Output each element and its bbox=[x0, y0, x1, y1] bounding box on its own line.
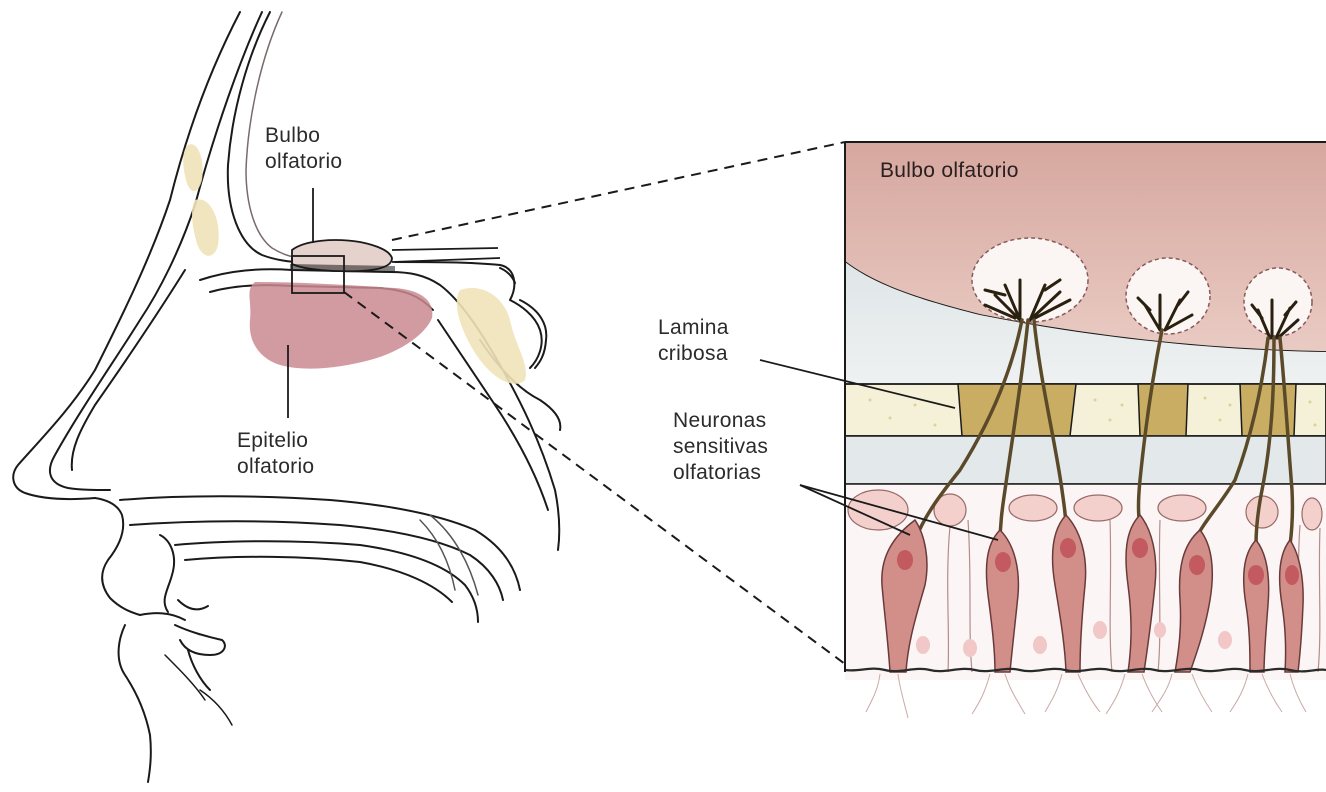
label-neuronas-line2: sensitivas bbox=[673, 434, 768, 460]
teeth-lower bbox=[175, 625, 225, 690]
frontal-sinus-patch-2 bbox=[192, 199, 219, 255]
label-neuronas-line3: olfatorias bbox=[673, 460, 768, 486]
label-lamina-line1: Lamina bbox=[658, 315, 729, 341]
zoom-dashed-lines bbox=[344, 142, 845, 664]
label-neuronas-sensitivas: Neuronas sensitivas olfatorias bbox=[673, 408, 768, 486]
inset-panel bbox=[845, 142, 1326, 680]
label-epitelio-line2: olfatorio bbox=[237, 454, 314, 480]
label-lamina-line2: cribosa bbox=[658, 341, 729, 367]
lower-lip bbox=[119, 625, 151, 782]
frontal-sinus-patch-1 bbox=[183, 144, 202, 191]
cilia bbox=[866, 674, 1306, 718]
nasal-bone-inner bbox=[50, 12, 262, 490]
label-epitelio-olfatorio: Epitelio olfatorio bbox=[237, 428, 314, 480]
upper-lip bbox=[95, 498, 140, 615]
label-epitelio-line1: Epitelio bbox=[237, 428, 314, 454]
label-bulbo-line1: Bulbo bbox=[265, 123, 342, 149]
throat-line bbox=[165, 655, 232, 725]
label-inset-bulbo-olfatorio: Bulbo olfatorio bbox=[880, 158, 1019, 184]
label-bulbo-line2: olfatorio bbox=[265, 149, 342, 175]
olfactory-epithelium-patch bbox=[249, 282, 432, 369]
label-bulbo-olfatorio: Bulbo olfatorio bbox=[265, 123, 342, 175]
tongue-top bbox=[175, 541, 478, 622]
nose-outer-outline bbox=[13, 12, 240, 499]
tongue-inner bbox=[185, 557, 452, 602]
teeth-outline bbox=[160, 535, 208, 612]
label-lamina-cribosa: Lamina cribosa bbox=[658, 315, 729, 367]
mouth-line bbox=[140, 613, 185, 620]
label-neuronas-line1: Neuronas bbox=[673, 408, 768, 434]
